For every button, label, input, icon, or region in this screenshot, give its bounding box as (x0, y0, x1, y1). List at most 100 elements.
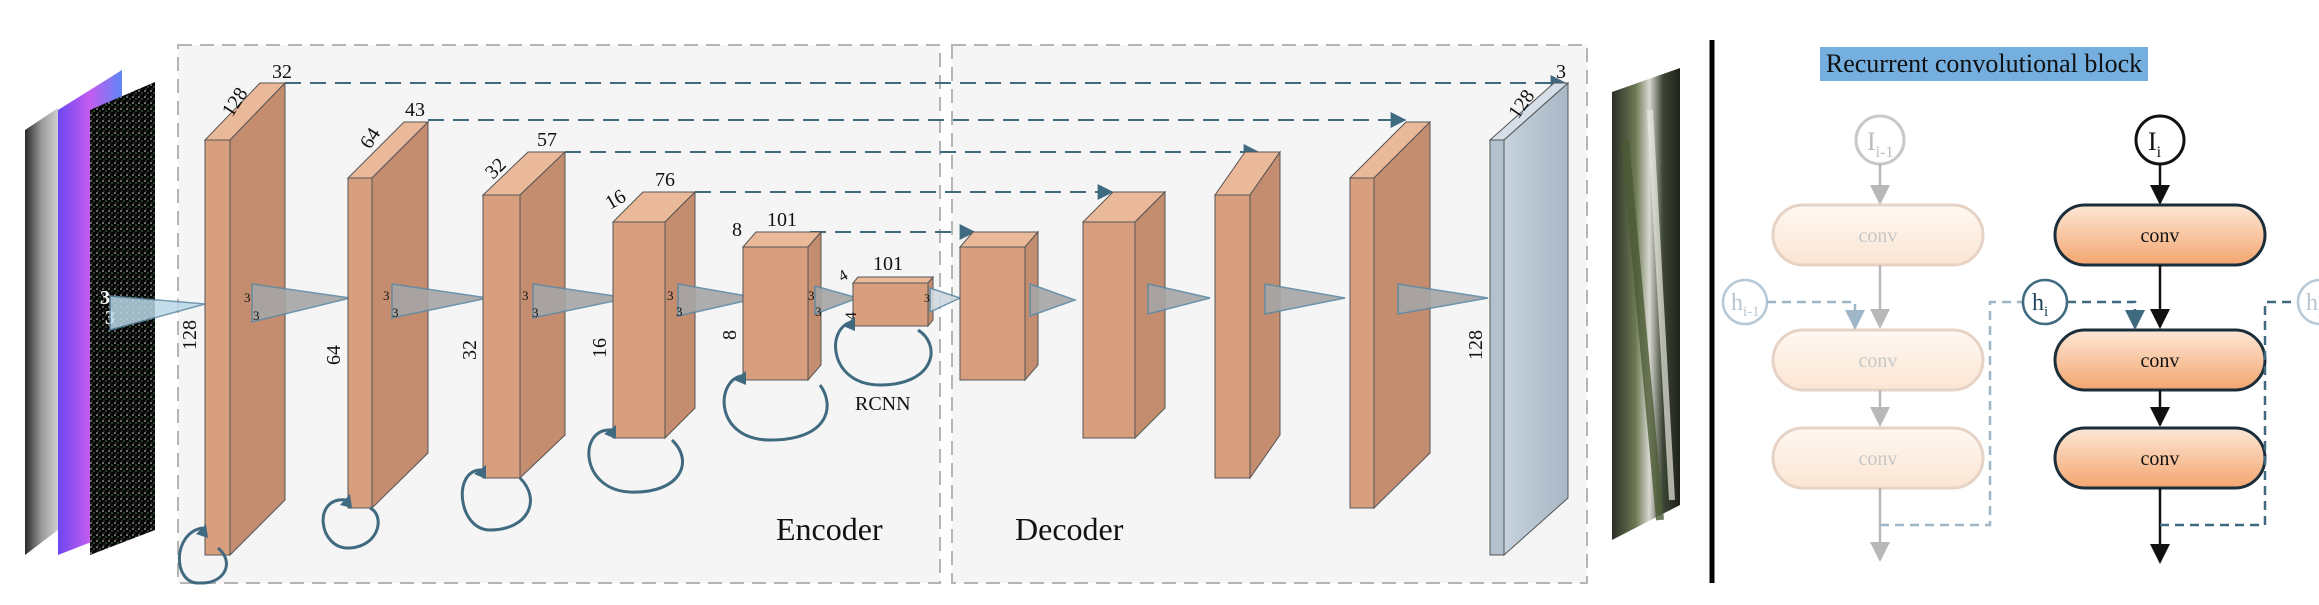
prev-conv-2-label: conv (1859, 350, 1898, 372)
encoder-block-4: 76 16 16 3 3 (587, 169, 759, 494)
block-depth-label: 101 (873, 253, 903, 275)
kernel-label-bottom: 3 (253, 308, 260, 323)
block-height-label: 128 (179, 320, 201, 350)
block-front-face (959, 246, 1026, 381)
next-hidden-label: hi+ (2306, 290, 2319, 320)
conv-kernel-cone (1264, 283, 1346, 315)
prev-input-label: Ii-1 (1867, 127, 1893, 161)
curr-feedback-line (2160, 300, 2298, 527)
loop-arrowhead (734, 371, 746, 385)
decoder-block-1 (958, 230, 1078, 382)
block-depth-label: 57 (537, 129, 557, 151)
encoder-label: Encoder (776, 511, 883, 547)
kernel-label-left: 3 (383, 288, 390, 303)
conv-kernel-cone (251, 283, 351, 323)
next-hidden-node (2296, 278, 2319, 326)
block-height-label: 128 (1465, 330, 1487, 360)
rcb-previous-step: Ii-1 conv conv conv hi-1 (1721, 114, 2022, 562)
block-side-face (1503, 81, 1569, 557)
recurrent-loop-arrow (460, 468, 532, 532)
conv-kernel-cone (391, 283, 489, 319)
loop-arrowhead (604, 425, 616, 439)
recurrent-loop-arrow (177, 526, 228, 585)
block-height-label: 32 (459, 340, 481, 360)
loop-arrowhead (474, 465, 486, 479)
rcb-next-hidden: hi+ (2296, 278, 2319, 326)
kernel-label-bottom: 3 (676, 304, 683, 319)
conv-kernel-cone (1147, 283, 1211, 315)
prev-conv-1-label: conv (1859, 225, 1898, 247)
conv-kernel-cone (814, 285, 861, 316)
prev-conv-1 (1771, 203, 1985, 267)
rcb-title-highlight (1820, 47, 2148, 81)
rcnn-label: RCNN (855, 393, 911, 415)
prev-hidden-label: hi-1 (1731, 290, 1760, 320)
block-side-face (1134, 190, 1166, 440)
rcb-title: Recurrent convolutional block (1826, 49, 2142, 78)
block-side-face (1249, 150, 1281, 480)
conv-kernel-cone (532, 283, 629, 319)
block-front-face (482, 194, 521, 479)
block-width-label: 8 (732, 219, 742, 241)
block-height-label: 64 (323, 345, 345, 365)
decoder-block-4 (1348, 120, 1489, 510)
block-depth-label: 43 (405, 99, 425, 121)
conv-kernel-cone (1397, 283, 1489, 315)
block-height-label: 4 (843, 312, 860, 320)
loop-arrowhead (340, 494, 352, 508)
decoder-block-2 (1081, 190, 1211, 440)
block-side-face (1373, 120, 1431, 510)
output-block: 3 128 128 (1465, 61, 1570, 557)
curr-conv-1-label: conv (2141, 225, 2180, 247)
block-depth-label: 76 (655, 169, 675, 191)
kernel-label-bottom: 3 (815, 304, 822, 319)
block-front-face (612, 221, 666, 439)
rcb-current-step: Ii conv conv conv hi (2021, 114, 2298, 564)
block-front-face (1349, 177, 1375, 509)
block-depth-label: 101 (767, 209, 797, 231)
input-kernel-label-top: 3 (100, 287, 110, 309)
decoder-block-3 (1214, 150, 1346, 480)
input-projection-cone (109, 295, 206, 331)
loop-arrowhead (196, 524, 208, 538)
block-depth-label: 32 (272, 61, 292, 83)
kernel-label-left: 3 (924, 291, 930, 305)
skip-connections (285, 75, 1567, 240)
curr-hidden-label: hi (2032, 290, 2048, 320)
conv-kernel-cone (929, 286, 963, 314)
encoder-block-1: 32 128 128 3 3 (177, 61, 351, 585)
block-front-face (204, 139, 231, 556)
block-front-face (1082, 221, 1136, 439)
curr-conv-3-label: conv (2141, 448, 2180, 470)
kernel-label-bottom: 3 (532, 305, 539, 320)
block-front-face (1489, 139, 1505, 556)
block-front-face (852, 282, 929, 327)
recurrent-loop-arrow (587, 428, 684, 494)
curr-conv-2-label: conv (2141, 350, 2180, 372)
prev-conv-3 (1771, 426, 1985, 490)
kernel-label-left: 3 (808, 288, 815, 303)
encoder-block-2: 43 64 64 3 3 (321, 99, 489, 550)
prev-feedback-line (1880, 300, 2022, 527)
kernel-label-left: 3 (667, 288, 674, 303)
block-front-face (347, 177, 373, 509)
encoder-block-5: 101 8 8 3 3 (719, 209, 861, 442)
recurrent-loop-arrow (834, 320, 933, 387)
encoder-block-3: 57 32 32 3 3 (459, 129, 629, 532)
curr-hidden-arrow (2067, 300, 2145, 330)
recurrent-loop-arrow (722, 374, 829, 442)
kernel-label-left: 3 (244, 290, 251, 305)
block-top-face (851, 276, 935, 284)
kernel-label-bottom: 3 (392, 305, 399, 320)
loop-arrowhead (843, 317, 855, 331)
conv-kernel-cone (677, 283, 759, 317)
conv-kernel-cone (1029, 282, 1078, 318)
block-front-face (1214, 194, 1251, 479)
prev-conv-2 (1771, 328, 1985, 392)
block-height-label: 16 (589, 338, 611, 358)
block-front-face (742, 246, 809, 381)
prev-conv-3-label: conv (1859, 448, 1898, 470)
recurrent-loop-arrow (321, 498, 380, 550)
input-grayscale-image (25, 108, 58, 555)
